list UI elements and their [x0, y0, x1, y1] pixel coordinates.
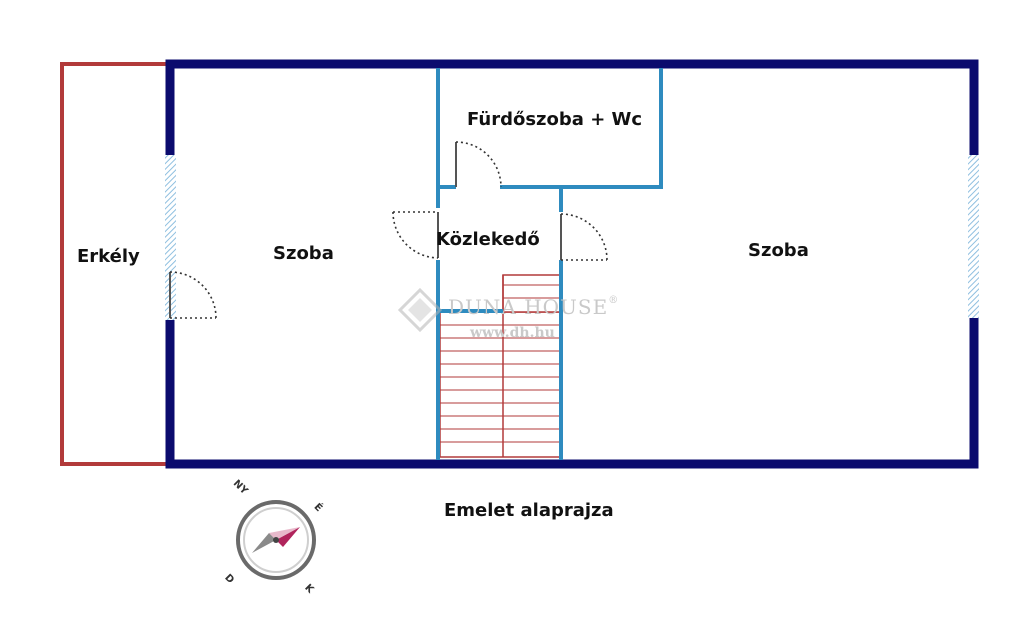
- window-right: [968, 155, 979, 318]
- watermark-brand-text: DUNA HOUSE: [448, 295, 609, 319]
- compass-k: K: [302, 582, 316, 596]
- door-bathroom: [455, 141, 502, 188]
- watermark-registered: ®: [608, 295, 620, 306]
- door-left-room: [392, 211, 439, 259]
- compass-icon: NY É D K: [222, 478, 325, 596]
- compass-d: D: [222, 572, 236, 586]
- duna-house-logo-icon: [397, 287, 443, 333]
- compass-ny: NY: [231, 478, 250, 497]
- room-label-szoba-left: Szoba: [273, 243, 334, 264]
- inner-walls: [436, 68, 663, 460]
- watermark-brand: DUNA HOUSE®: [448, 295, 619, 319]
- watermark-url: www.dh.hu: [470, 325, 555, 341]
- compass-e: É: [312, 500, 326, 514]
- room-label-erkely: Erkély: [77, 246, 140, 267]
- room-label-szoba-right: Szoba: [748, 240, 809, 261]
- door-balcony: [169, 271, 217, 319]
- room-label-kozlekedo: Közlekedő: [436, 229, 540, 250]
- floor-plan-caption: Emelet alaprajza: [444, 500, 614, 521]
- door-right-room: [560, 213, 608, 261]
- staircase: [439, 274, 561, 458]
- room-label-furdoszoba: Fürdőszoba + Wc: [467, 109, 643, 130]
- window-left: [165, 155, 176, 320]
